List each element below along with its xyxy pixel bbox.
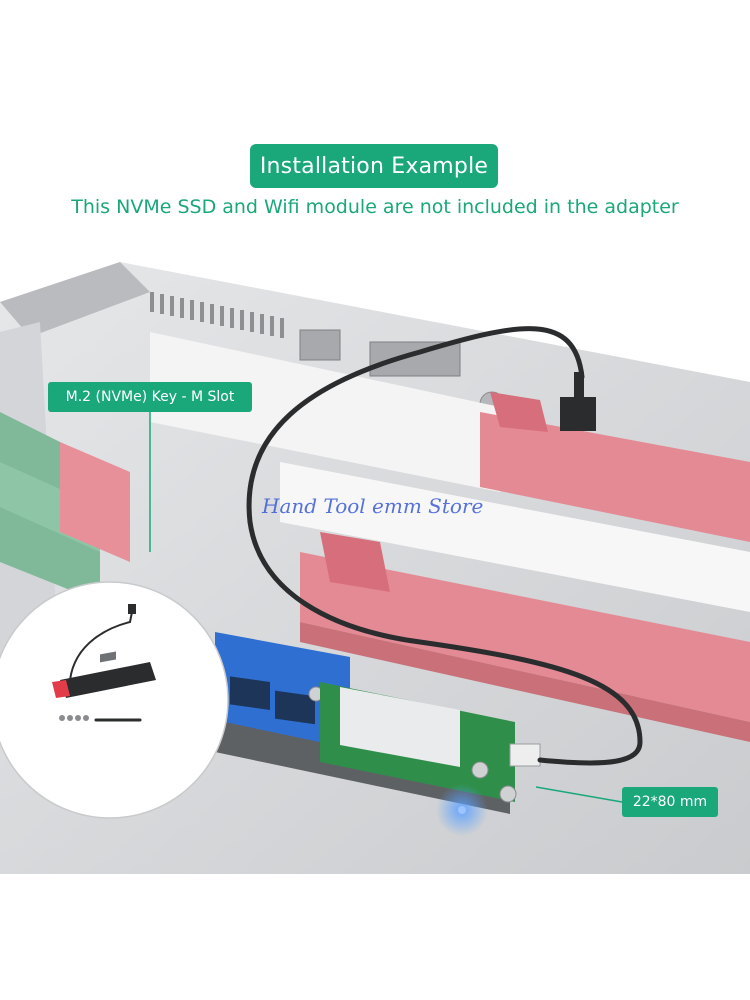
ssd-chip-1	[230, 676, 270, 710]
adapter-screw	[499, 785, 517, 803]
size-callout-line	[535, 786, 623, 803]
pcie-slot-lower-shadow	[300, 622, 750, 742]
pcie-latch-upper	[490, 392, 548, 432]
fan-header	[299, 329, 341, 361]
motherboard-illustration	[0, 262, 750, 874]
store-watermark: Hand Tool emm Store	[262, 494, 484, 518]
package-contents-inset	[0, 581, 229, 819]
white-plate	[150, 332, 500, 492]
usb-cable	[246, 326, 643, 766]
size-label: 22*80 mm	[622, 787, 718, 817]
pcie-latch-lower	[320, 532, 390, 592]
wifi-shield	[340, 687, 460, 767]
installation-title-badge: Installation Example	[250, 144, 498, 188]
ram-slots	[0, 412, 130, 602]
pcie-slot-lower	[300, 552, 750, 722]
status-led	[458, 806, 466, 814]
atx-connector	[369, 341, 461, 377]
pin-headers	[150, 292, 284, 338]
package-screws	[59, 715, 89, 721]
pcie-slot-upper	[480, 412, 750, 542]
package-adapter-card	[52, 651, 156, 698]
cable-connector	[509, 743, 541, 767]
package-cable-plug	[128, 604, 136, 614]
io-shield	[0, 262, 150, 337]
package-cable	[69, 611, 133, 681]
usb-header-plug	[560, 397, 596, 431]
white-plate-lower	[280, 462, 750, 612]
installation-subtitle: This NVMe SSD and Wifi module are not in…	[71, 196, 679, 218]
wifi-screw	[471, 761, 489, 779]
m2-slot-label: M.2 (NVMe) Key - M Slot	[48, 382, 252, 412]
ssd-chip-2	[275, 690, 315, 725]
usb-header-plug-neck	[574, 372, 584, 400]
